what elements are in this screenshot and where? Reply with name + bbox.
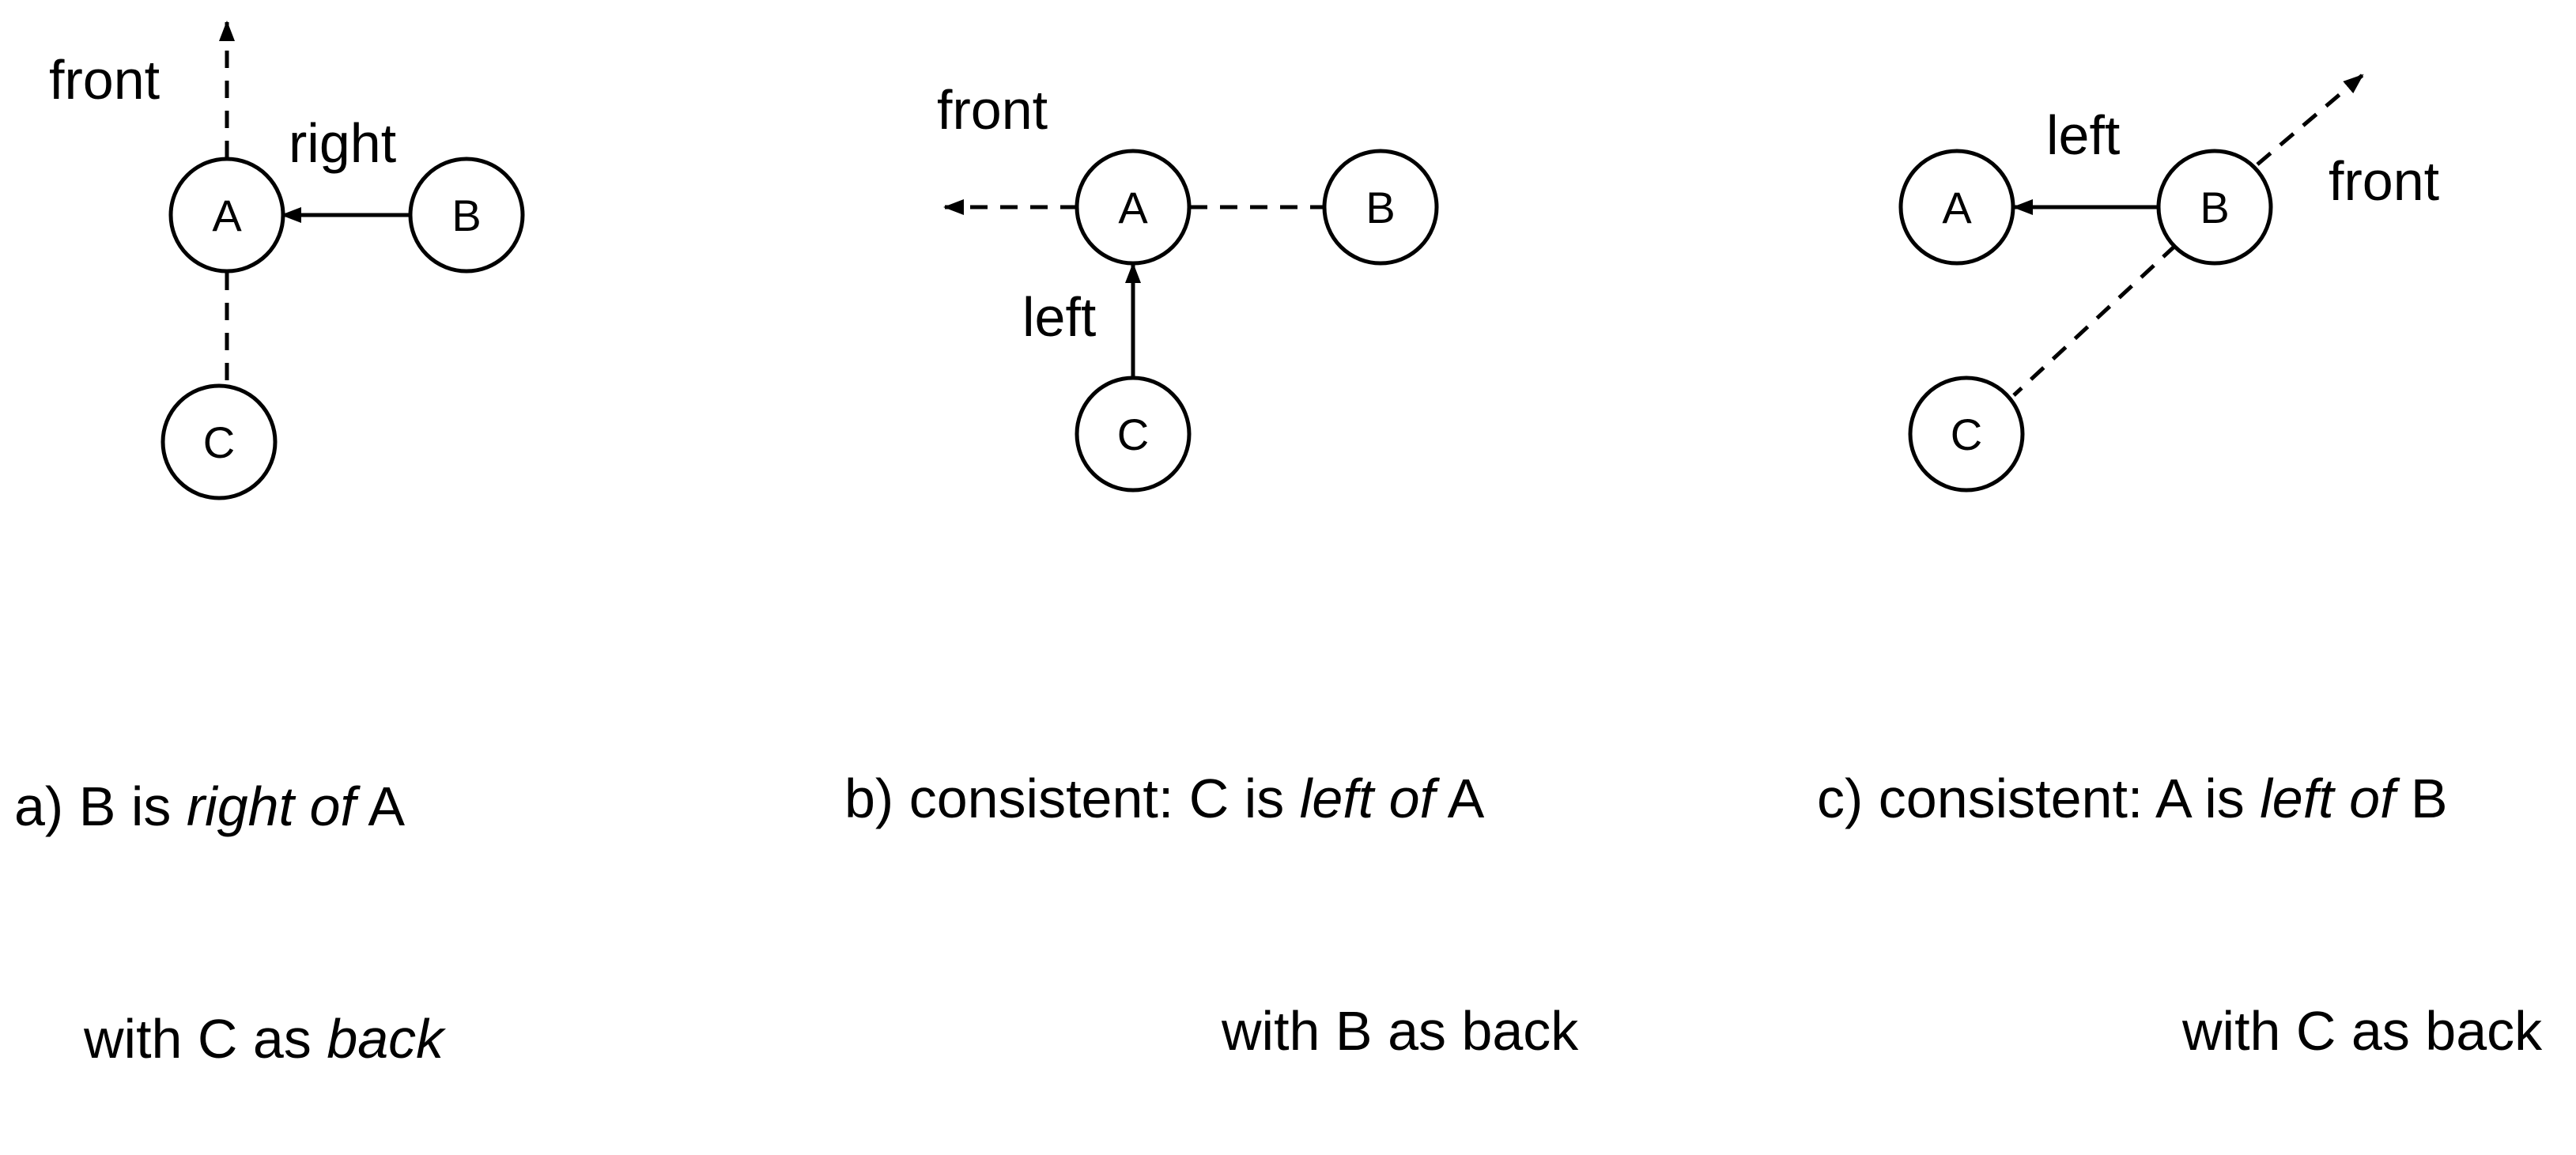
panel-b-front-label: front [937, 79, 1048, 141]
caption-segment: left of [1299, 768, 1435, 829]
caption-segment: with B as back [1222, 1000, 1579, 1062]
panel-a-node-a [168, 157, 285, 274]
panel-c-caption-line-2: with C as back [1817, 992, 2542, 1070]
panel-c-node-c [1908, 376, 2025, 493]
panel-c-back-line [2012, 243, 2178, 397]
panel-b-caption: b) consistent: C is left of A with B as … [844, 605, 1578, 1147]
caption-segment: b) consistent: C is [844, 768, 1300, 829]
panel-c-node-a-label: A [1942, 183, 1972, 232]
panel-c-caption-line-1: c) consistent: A is left of B [1817, 760, 2542, 837]
panel-c: A B C front left [1898, 74, 2439, 493]
caption-segment: A [355, 776, 406, 837]
panel-b-caption-line-1: b) consistent: C is left of A [844, 760, 1578, 837]
panel-b-caption-line-2: with B as back [844, 992, 1578, 1070]
panel-b-node-a-label: A [1118, 183, 1148, 232]
panel-a-front-label: front [49, 49, 160, 111]
panel-c-node-c-label: C [1951, 410, 1982, 459]
panel-c-front-label: front [2329, 150, 2439, 212]
panel-a-relation-label: right [289, 112, 396, 174]
panel-a-caption: a) B is right of A with C as back [14, 613, 444, 1155]
caption-segment: B [2395, 768, 2448, 829]
panel-a-caption-line-1: a) B is right of A [14, 768, 444, 845]
panel-b-node-a [1075, 149, 1192, 266]
spatial-relations-diagram: A B C front right A B C front left A B [49, 21, 2439, 500]
panel-a: A B C front right [49, 21, 525, 500]
panel-b-node-c [1075, 376, 1192, 493]
panel-c-caption: c) consistent: A is left of B with C as … [1817, 605, 2542, 1147]
panel-b-relation-label: left [1022, 286, 1096, 348]
panel-b: A B C front left [937, 79, 1439, 493]
panel-c-node-b [2156, 149, 2273, 266]
panel-a-caption-line-2: with C as back [14, 1000, 444, 1078]
caption-segment: a) B is [14, 776, 187, 837]
panel-b-node-b-label: B [1365, 183, 1395, 232]
caption-segment: with C as back [2182, 1000, 2543, 1062]
caption-segment: right of [186, 776, 356, 837]
panel-c-node-a [1898, 149, 2015, 266]
panel-a-node-c [161, 383, 278, 500]
panel-a-node-a-label: A [212, 191, 242, 240]
panel-c-node-b-label: B [2200, 183, 2229, 232]
panel-a-node-b-label: B [451, 191, 481, 240]
panel-c-front-arrow [2256, 74, 2364, 166]
caption-segment: A [1434, 768, 1485, 829]
caption-segment: c) consistent: A is [1817, 768, 2261, 829]
caption-segment: left of [2260, 768, 2396, 829]
caption-segment: with C as [84, 1008, 327, 1070]
panel-a-node-c-label: C [203, 417, 235, 467]
panel-b-node-b [1322, 149, 1439, 266]
panel-c-relation-label: left [2046, 104, 2120, 166]
panel-b-node-c-label: C [1117, 410, 1149, 459]
panel-a-node-b [408, 157, 525, 274]
caption-segment: back [327, 1008, 444, 1070]
